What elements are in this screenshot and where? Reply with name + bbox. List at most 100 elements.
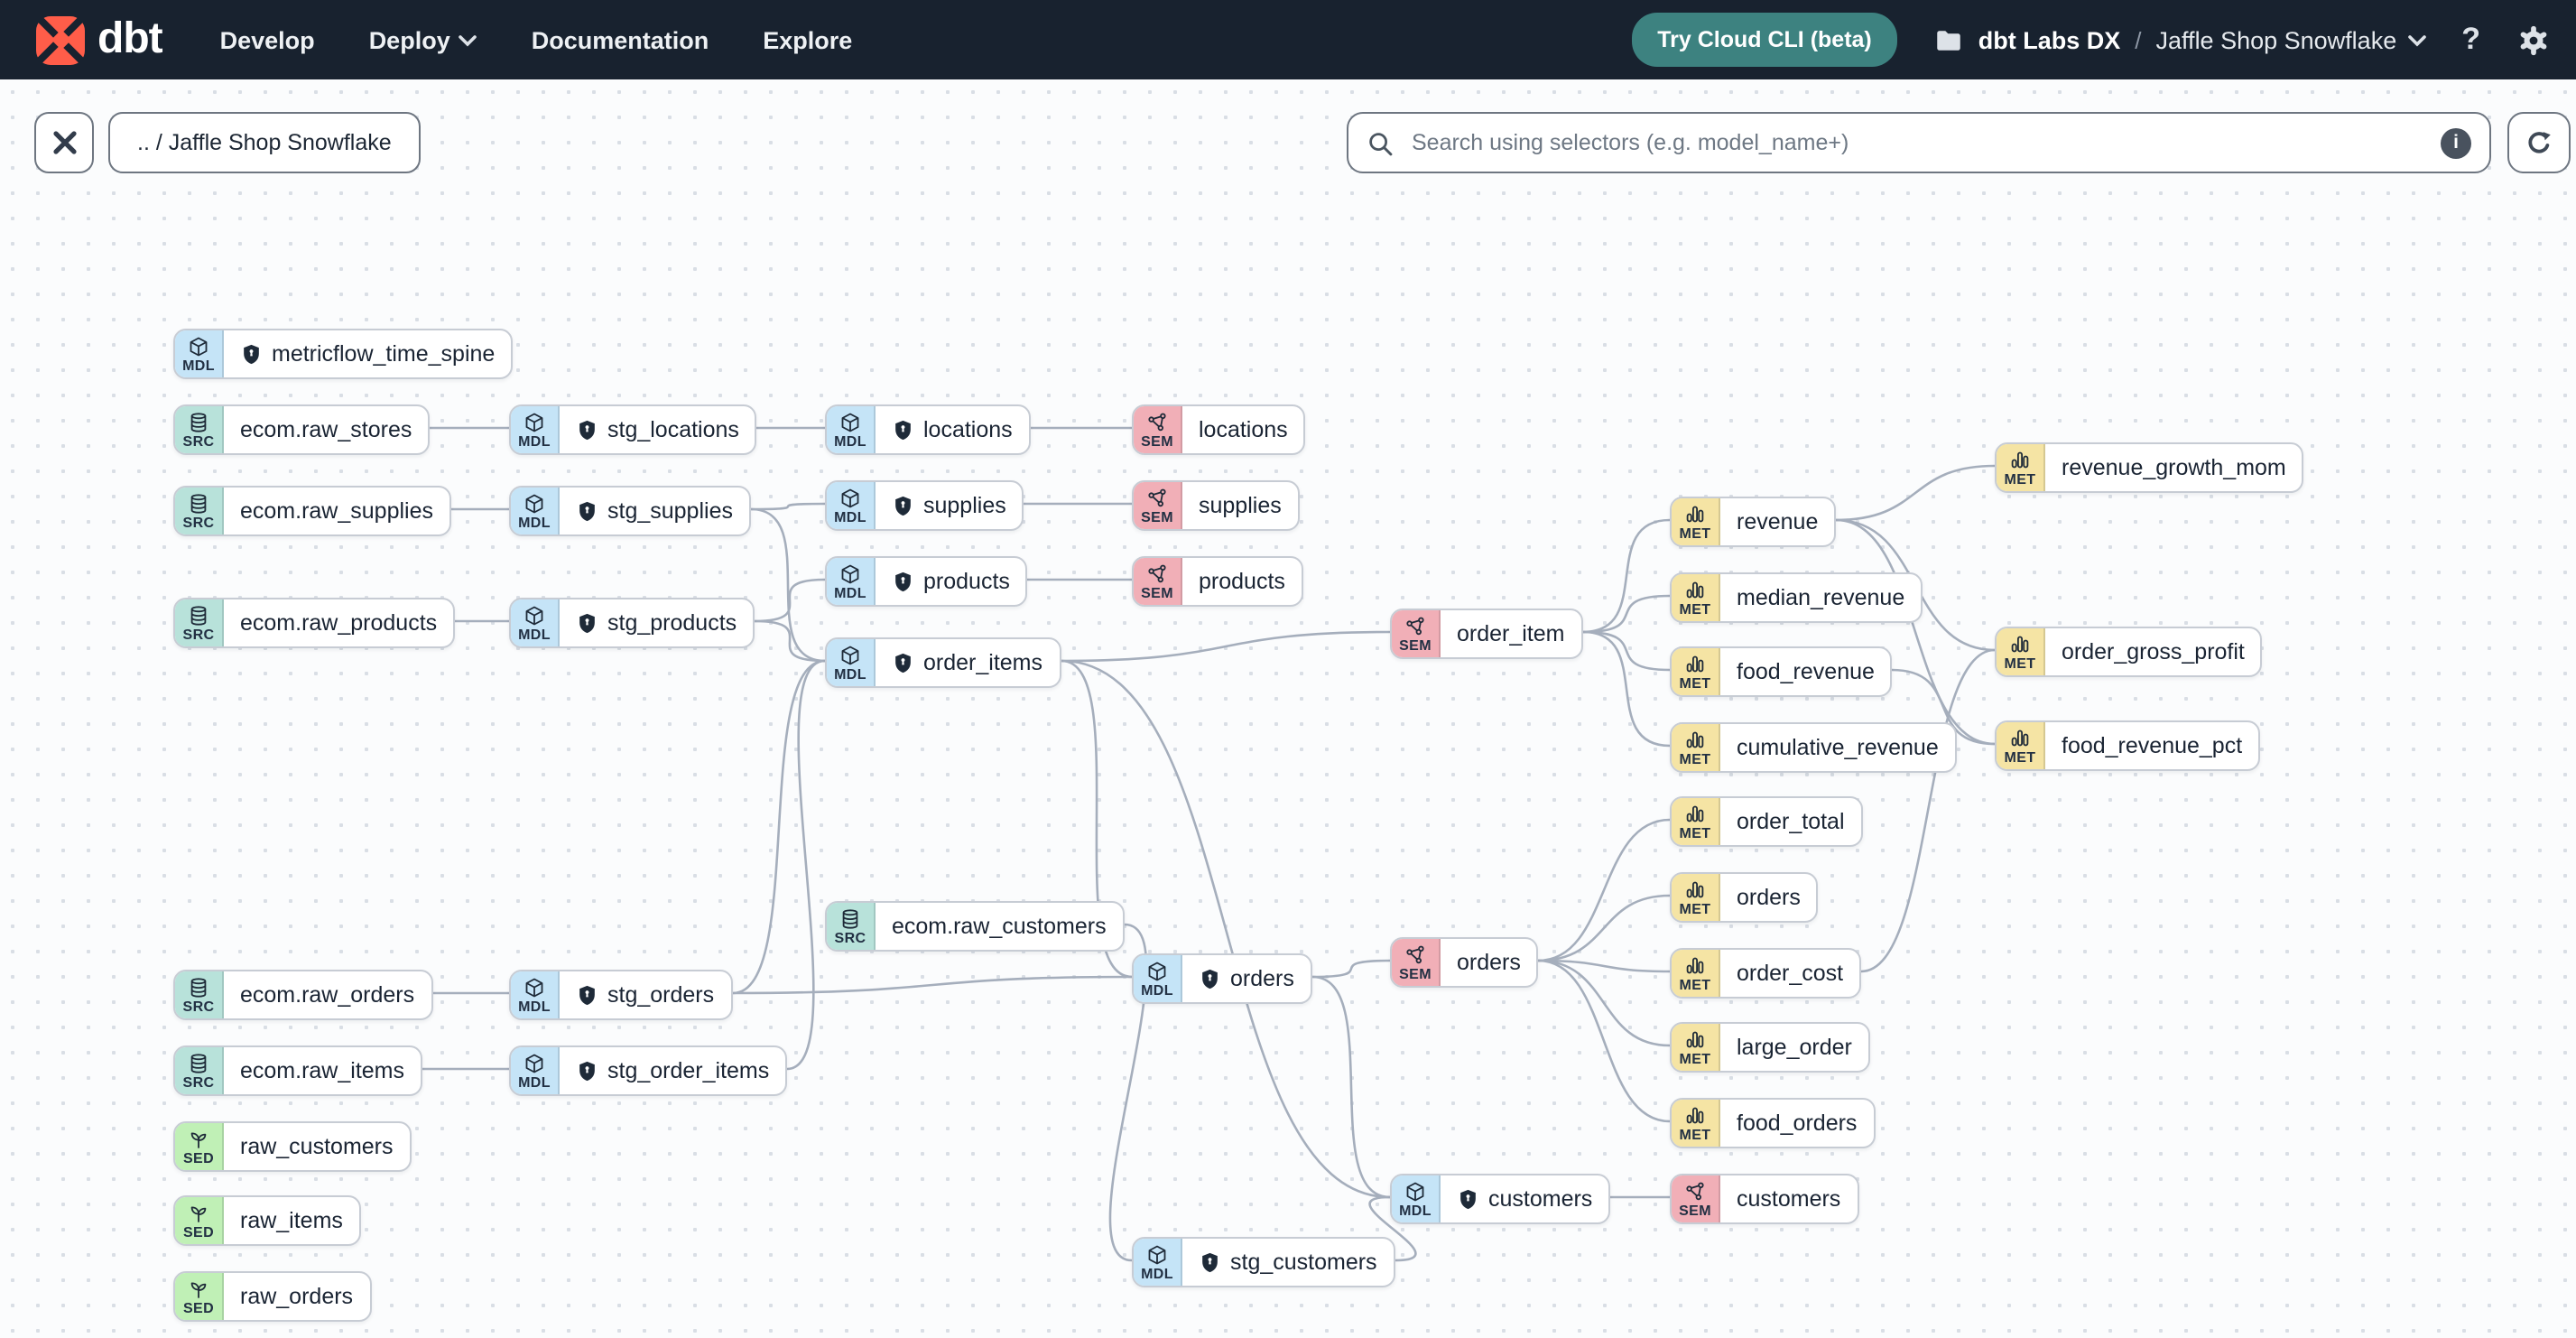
node-type-abbr: MET (1679, 977, 1711, 993)
node-type-abbr: MDL (518, 433, 551, 450)
node-type-abbr: MDL (1141, 1266, 1173, 1282)
node-type-abbr: MET (1679, 525, 1711, 542)
node-order_cost[interactable]: MET order_cost (1670, 948, 1862, 999)
nav-item-explore[interactable]: Explore (763, 26, 853, 53)
cube-icon (524, 1053, 545, 1074)
cube-icon (1146, 961, 1168, 982)
nav-item-deploy[interactable]: Deploy (369, 26, 477, 53)
node-type-abbr: MDL (518, 999, 551, 1015)
node-type-badge-src: SRC (827, 903, 876, 950)
search-input[interactable] (1408, 128, 2426, 157)
account-breadcrumb: dbt Labs DX / Jaffle Shop Snowflake (1933, 24, 2426, 55)
dbt-logo[interactable]: dbt (32, 12, 163, 68)
shield-icon (576, 984, 598, 1007)
node-label-area: order_cost (1720, 950, 1859, 997)
node-label-area: ecom.raw_customers (876, 903, 1123, 950)
nav-item-develop[interactable]: Develop (219, 26, 315, 53)
node-label: stg_order_items (607, 1058, 770, 1083)
account-name[interactable]: dbt Labs DX (1978, 26, 2121, 53)
edge-order_items-to-customers_mdl (1061, 659, 1391, 1199)
info-icon[interactable]: i (2441, 127, 2471, 158)
edge-stg_products-to-products (754, 578, 826, 623)
node-stg_customers[interactable]: MDL stg_customers (1132, 1237, 1395, 1287)
edge-order_items-to-order_item_sem (1061, 630, 1391, 663)
bar-chart-icon (1684, 804, 1706, 825)
node-label-area: stg_customers (1182, 1239, 1394, 1286)
project-selector[interactable]: Jaffle Shop Snowflake (2156, 26, 2426, 53)
node-type-badge-mdl: MDL (1392, 1175, 1441, 1222)
node-type-badge-mdl: MDL (511, 488, 560, 534)
nav-item-documentation[interactable]: Documentation (531, 26, 709, 53)
lineage-breadcrumb[interactable]: .. / Jaffle Shop Snowflake (108, 112, 421, 173)
node-type-badge-met: MET (1997, 628, 2045, 675)
node-type-abbr: MDL (182, 358, 215, 374)
node-ecom_raw_items[interactable]: SRC ecom.raw_items (173, 1045, 422, 1096)
database-icon (188, 1053, 209, 1074)
node-label: median_revenue (1737, 585, 1905, 610)
dbt-logo-icon (32, 12, 88, 68)
gear-icon[interactable] (2516, 23, 2551, 57)
refresh-button[interactable] (2507, 112, 2571, 173)
node-type-abbr: MDL (1399, 1203, 1432, 1219)
node-label: ecom.raw_items (240, 1058, 404, 1083)
node-label: ecom.raw_supplies (240, 498, 433, 524)
node-type-badge-met: MET (1672, 498, 1720, 545)
node-label-area: raw_items (224, 1197, 359, 1244)
bar-chart-icon (1684, 1029, 1706, 1051)
chevron-down-icon (459, 34, 477, 46)
node-label-area: raw_orders (224, 1273, 369, 1320)
node-type-abbr: MET (1679, 901, 1711, 917)
bar-chart-icon (1684, 729, 1706, 751)
cube-icon (524, 977, 545, 999)
edge-orders_sem-to-orders_met (1537, 894, 1671, 962)
dbt-logo-text: dbt (97, 14, 163, 63)
semantic-model-icon (1146, 412, 1168, 433)
bar-chart-icon (2009, 634, 2031, 655)
node-type-badge-met: MET (1997, 444, 2045, 491)
node-type-badge-src: SRC (175, 1047, 224, 1094)
bar-chart-icon (2009, 728, 2031, 749)
try-cloud-cli-button[interactable]: Try Cloud CLI (beta) (1632, 13, 1897, 67)
help-icon[interactable]: ? (2461, 22, 2480, 56)
edge-stg_products-to-order_items (754, 619, 826, 663)
close-lineage-button[interactable] (34, 112, 94, 173)
